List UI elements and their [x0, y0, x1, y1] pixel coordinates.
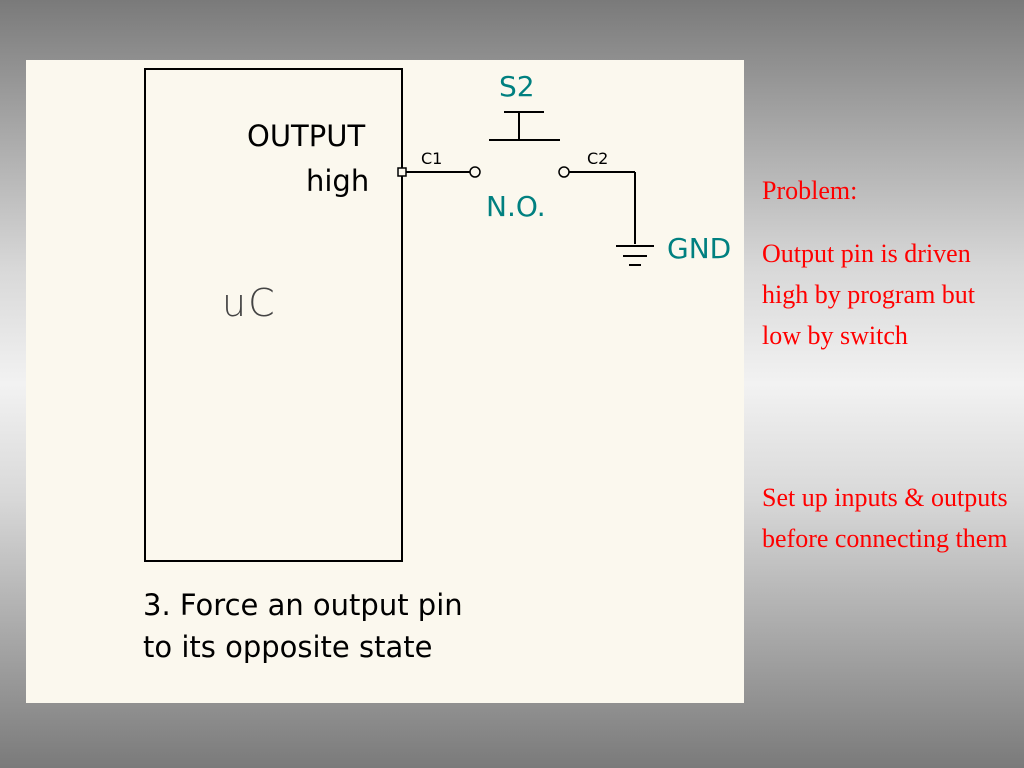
- circuit-diagram: uC OUTPUT high C1 S2 N.O. C2 GND 3. Forc…: [143, 68, 731, 664]
- circuit-diagram-panel: uC OUTPUT high C1 S2 N.O. C2 GND 3. Forc…: [26, 60, 744, 703]
- microcontroller-box: [144, 68, 403, 562]
- output-state-label: high: [306, 164, 369, 198]
- gnd-label: GND: [667, 232, 731, 265]
- c1-label: C1: [421, 149, 442, 168]
- problem-title: Problem:: [762, 176, 858, 205]
- c2-label: C2: [587, 149, 608, 168]
- output-label: OUTPUT: [247, 119, 365, 153]
- problem-description: Output pin is driven high by program but…: [762, 239, 976, 350]
- advice-text: Set up inputs & outputs before connectin…: [762, 483, 1008, 553]
- switch-label: S2: [499, 70, 535, 103]
- caption-line-2: to its opposite state: [143, 630, 432, 664]
- c1-contact: [469, 166, 481, 178]
- output-pin: [397, 167, 407, 177]
- microcontroller-label: uC: [222, 281, 277, 325]
- c2-contact: [558, 166, 570, 178]
- ground-symbol: [616, 245, 654, 266]
- switch-type-label: N.O.: [486, 190, 546, 223]
- caption-line-1: 3. Force an output pin: [143, 588, 463, 622]
